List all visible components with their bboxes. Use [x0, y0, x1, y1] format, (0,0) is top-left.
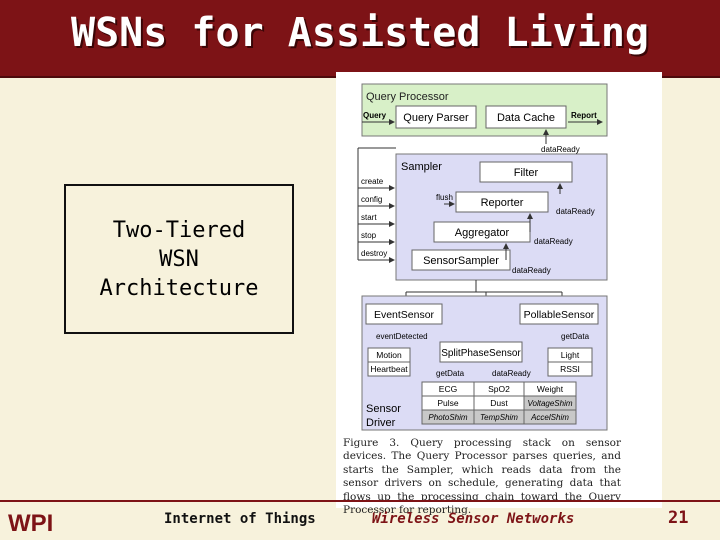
pulse-label: Pulse: [437, 398, 459, 408]
footer-left-text: Internet of Things: [164, 511, 316, 527]
architecture-box: Two-Tiered WSN Architecture: [64, 184, 294, 334]
processing-stack-diagram: Query Processor Query Parser Data Cache …: [357, 83, 608, 431]
sensor-sampler-box: [411, 249, 511, 271]
query-processor-label: Query Processor: [366, 91, 449, 103]
sampler-label: Sampler: [401, 161, 442, 173]
box-line-1: Two-Tiered: [112, 218, 246, 243]
rssi-label: RSSI: [560, 364, 580, 374]
light-label: Light: [561, 350, 580, 360]
split-data-ready-label: dataReady: [492, 369, 531, 378]
command-start: start: [361, 213, 377, 222]
sensor-driver-label-1: Sensor: [366, 403, 401, 415]
box-line-2: WSN: [159, 247, 199, 272]
ecg-label: ECG: [439, 384, 457, 394]
command-destroy: destroy: [361, 249, 387, 258]
pollable-sensor-label: PollableSensor: [524, 309, 595, 321]
temp-shim-label: TempShim: [480, 413, 518, 422]
split-phase-sensor-box: [439, 341, 523, 363]
pollable-get-data-label: getData: [561, 332, 590, 341]
photo-shim-label: PhotoShim: [428, 413, 467, 422]
event-sensor-label: EventSensor: [374, 309, 435, 321]
query-parser-box: [395, 105, 477, 129]
rssi-box: [547, 361, 593, 377]
page-number: 21: [668, 508, 689, 528]
report-arrow-label: Report: [571, 111, 597, 120]
flush-label: flush: [436, 193, 453, 202]
accel-shim-label: AccelShim: [530, 413, 569, 422]
footer-center-text: Wireless Sensor Networks: [372, 511, 575, 527]
weight-label: Weight: [537, 384, 564, 394]
accel-shim-cell: [523, 409, 577, 425]
split-get-data-label: getData: [436, 369, 465, 378]
command-create: create: [361, 177, 384, 186]
reporter-box: [455, 191, 549, 213]
motion-label: Motion: [376, 350, 402, 360]
data-cache-label: Data Cache: [497, 112, 555, 124]
command-config: config: [361, 195, 382, 204]
filter-box: [479, 161, 573, 183]
title-bar: WSNs for Assisted Living: [0, 0, 720, 78]
cache-data-ready-label: dataReady: [541, 145, 580, 154]
footer-rule: [0, 500, 720, 502]
box-line-3: Architecture: [99, 276, 259, 301]
query-parser-label: Query Parser: [403, 112, 469, 124]
pollable-sensor-box: [519, 303, 599, 325]
heartbeat-label: Heartbeat: [370, 364, 408, 374]
logo-text: WPI: [8, 510, 53, 537]
event-detected-label: eventDetected: [376, 332, 428, 341]
reporter-data-ready-label: dataReady: [556, 207, 595, 216]
sensor-driver-label-2: Driver: [366, 417, 396, 429]
figure-caption: Figure 3. Query processing stack on sens…: [343, 437, 621, 517]
query-arrow-label: Query: [363, 111, 387, 120]
event-sensor-box: [365, 303, 443, 325]
aggregator-label: Aggregator: [455, 227, 510, 239]
spo2-label: SpO2: [488, 384, 510, 394]
slide-title: WSNs for Assisted Living: [71, 10, 649, 56]
dust-label: Dust: [490, 398, 508, 408]
data-cache-box: [485, 105, 567, 129]
aggregator-data-ready-label: dataReady: [534, 237, 573, 246]
architecture-box-text: Two-Tiered WSN Architecture: [66, 216, 292, 303]
split-phase-sensor-label: SplitPhaseSensor: [441, 348, 521, 359]
voltage-shim-label: VoltageShim: [527, 399, 572, 408]
figure-panel: Query Processor Query Parser Data Cache …: [336, 72, 662, 508]
command-stop: stop: [361, 231, 377, 240]
wpi-logo: WPI: [0, 502, 72, 540]
sensor-sampler-label: SensorSampler: [423, 255, 499, 267]
reporter-label: Reporter: [481, 197, 524, 209]
sampler-data-ready-label: dataReady: [512, 266, 551, 275]
heartbeat-box: [367, 361, 411, 377]
filter-label: Filter: [514, 167, 539, 179]
